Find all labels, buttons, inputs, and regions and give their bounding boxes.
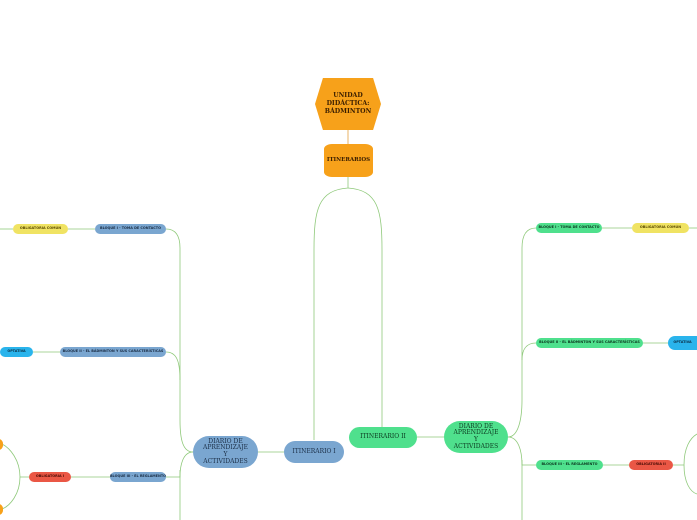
left-bloque-2[interactable]: BLOQUE II - EL BÁDMINTON Y SUS CARACTERÍ…	[60, 347, 166, 357]
root-topic-hexagon[interactable]: UNIDAD DIDÁCTICA: BÁDMINTON	[315, 78, 381, 130]
itinerarios-label: ITINERARIOS	[326, 157, 371, 164]
right-bloque-2[interactable]: BLOQUE II - EL BÁDMINTON Y SUS CARACTERÍ…	[536, 338, 643, 348]
itinerario-i-label: ITINERARIO I	[292, 447, 336, 455]
left-bloque-1-label: BLOQUE I - TOMA DE CONTACTO	[100, 226, 161, 231]
right-bloque-1[interactable]: BLOQUE I - TOMA DE CONTACTO	[536, 223, 602, 233]
right-bloque-2-label: BLOQUE II - EL BÁDMINTON Y SUS CARACTERÍ…	[539, 340, 640, 345]
itinerario-ii-label: ITINERARIO II	[360, 433, 406, 441]
right-tag-obligatoria-comun[interactable]: OBLIGATORIA COMÚN	[632, 223, 689, 233]
right-tag-obligatoria-ii[interactable]: OBLIGATORIA II	[629, 460, 673, 470]
left-bloque-3-label: BLOQUE III - EL REGLAMENTO	[109, 474, 167, 479]
right-tag-1-label: OBLIGATORIA COMÚN	[639, 225, 682, 230]
left-bloque-2-label: BLOQUE II - EL BÁDMINTON Y SUS CARACTERÍ…	[62, 349, 164, 354]
itinerario-i-node[interactable]: ITINERARIO I	[284, 441, 344, 463]
root-topic-label: UNIDAD DIDÁCTICA: BÁDMINTON	[324, 92, 372, 115]
right-bloque-3-label: BLOQUE III - EL REGLAMENTO	[541, 462, 598, 467]
left-subnode-top[interactable]	[0, 439, 3, 450]
left-bloque-1[interactable]: BLOQUE I - TOMA DE CONTACTO	[95, 224, 166, 234]
itinerarios-node[interactable]: ITINERARIOS	[324, 144, 373, 177]
right-tag-optativa[interactable]: OPTATIVA	[668, 336, 697, 350]
left-diario-label: DIARIO DE APRENDIZAJE Y ACTIVIDADES	[203, 437, 248, 465]
right-bloque-3[interactable]: BLOQUE III - EL REGLAMENTO	[536, 460, 603, 470]
right-tag-3-label: OBLIGATORIA II	[636, 462, 666, 467]
left-tag-1-label: OBLIGATORIA COMÚN	[19, 226, 62, 231]
right-diario-node[interactable]: DIARIO DE APRENDIZAJE Y ACTIVIDADES	[444, 421, 508, 453]
left-tag-3-label: OBLIGATORIA I	[35, 474, 65, 479]
left-subnode-bottom[interactable]	[0, 504, 3, 515]
left-tag-2-label: OPTATIVA	[7, 349, 26, 354]
left-tag-obligatoria-i[interactable]: OBLIGATORIA I	[29, 472, 71, 482]
left-tag-optativa[interactable]: OPTATIVA	[0, 347, 33, 357]
left-tag-obligatoria-comun[interactable]: OBLIGATORIA COMÚN	[13, 224, 68, 234]
right-diario-label: DIARIO DE APRENDIZAJE Y ACTIVIDADES	[453, 422, 499, 450]
itinerario-ii-node[interactable]: ITINERARIO II	[349, 427, 417, 448]
right-bloque-1-label: BLOQUE I - TOMA DE CONTACTO	[538, 225, 600, 230]
right-tag-2-label: OPTATIVA	[673, 340, 692, 345]
left-bloque-3[interactable]: BLOQUE III - EL REGLAMENTO	[110, 472, 166, 482]
left-diario-node[interactable]: DIARIO DE APRENDIZAJE Y ACTIVIDADES	[193, 436, 258, 468]
